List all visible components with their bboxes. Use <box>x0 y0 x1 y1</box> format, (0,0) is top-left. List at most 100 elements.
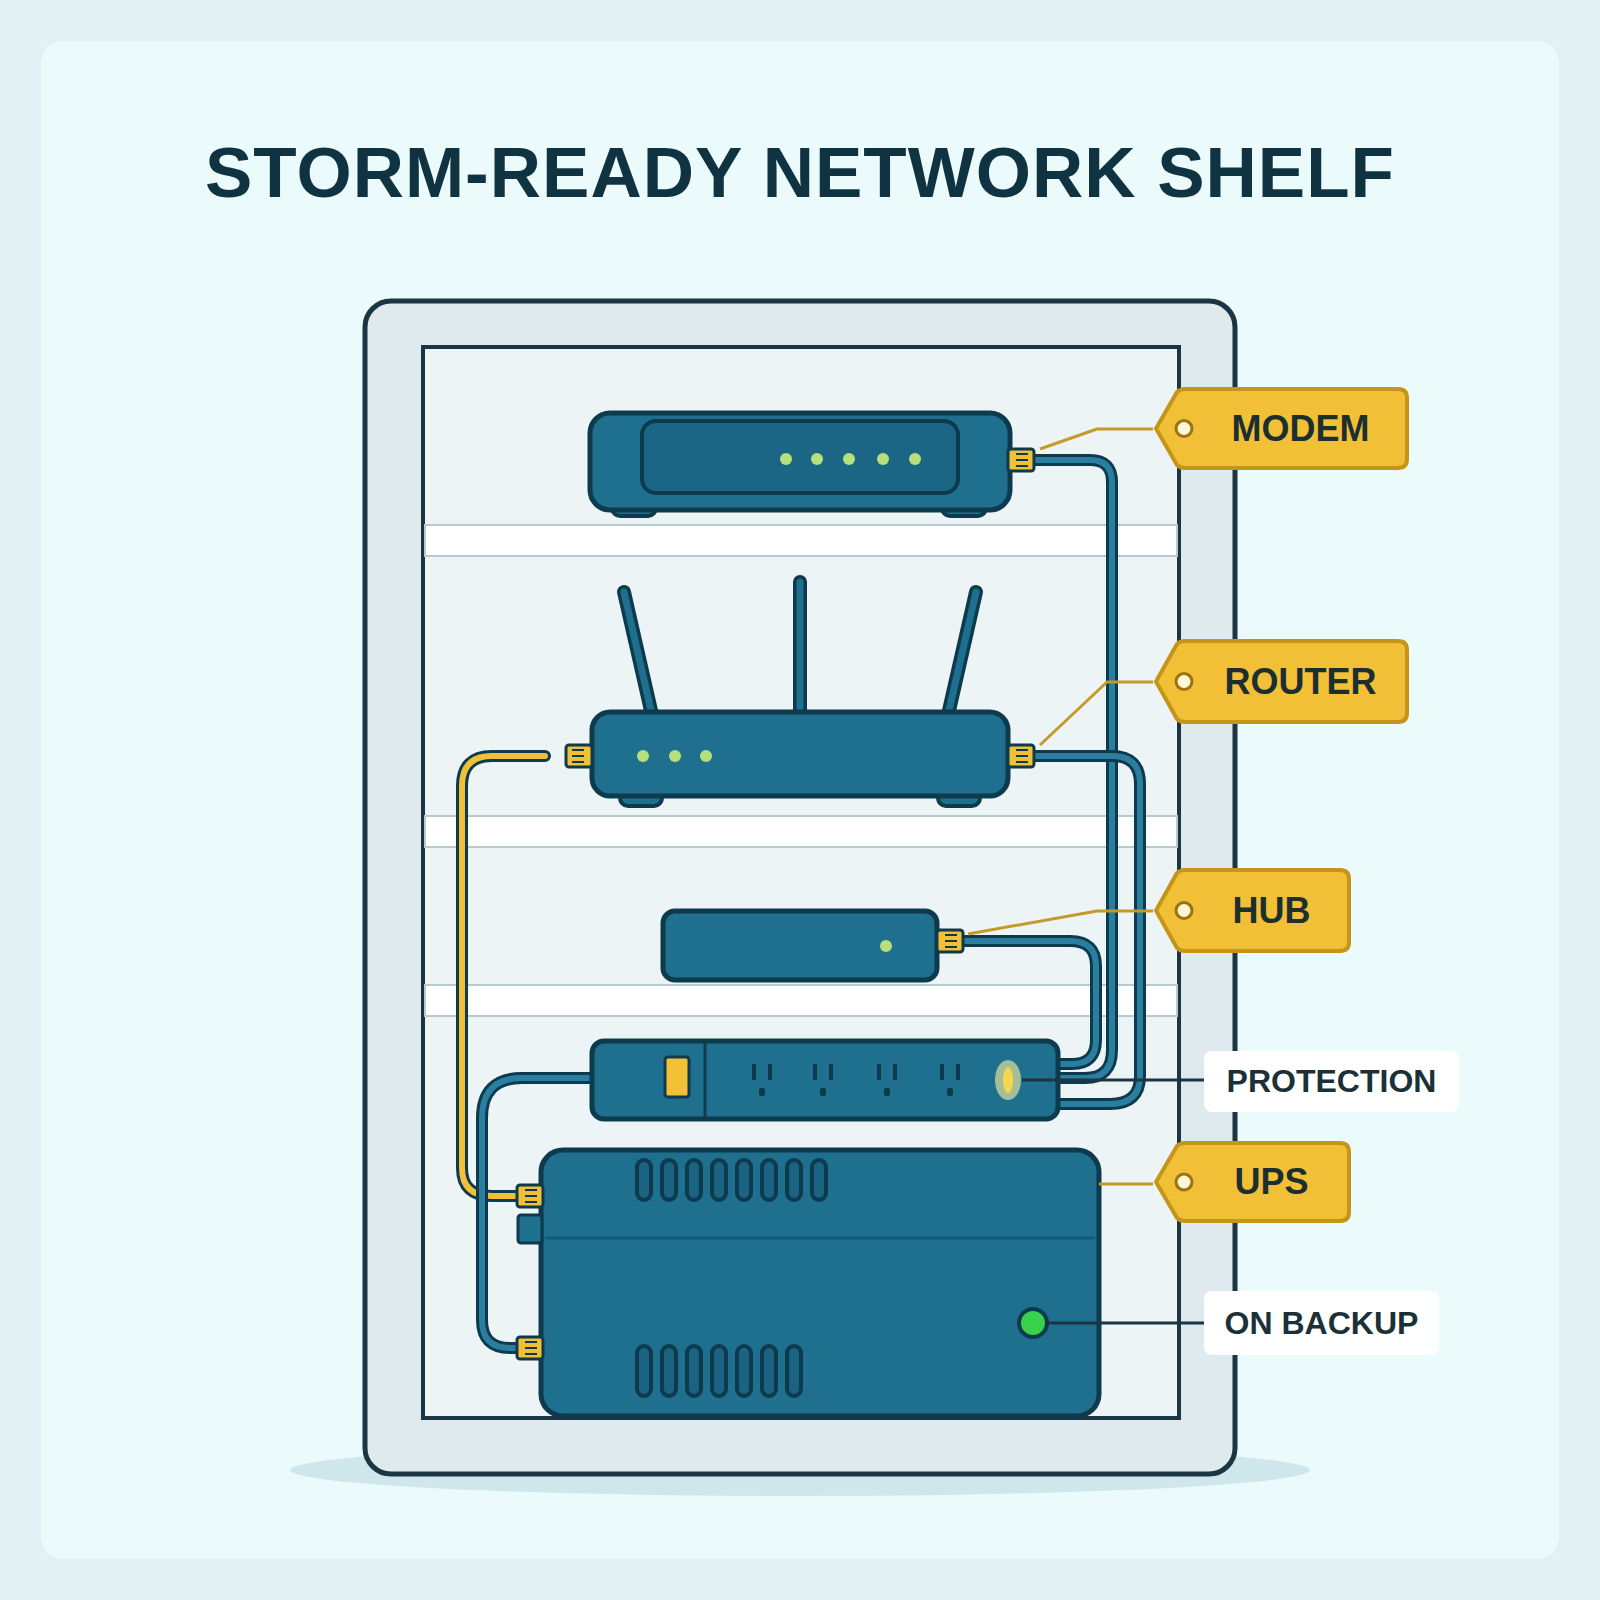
hub-body <box>663 911 937 980</box>
status-led <box>637 750 649 762</box>
outlet-slot <box>752 1064 756 1080</box>
vent-slot <box>737 1346 751 1396</box>
vent-slot <box>687 1346 701 1396</box>
vent-slot <box>762 1160 776 1200</box>
outlet-ground <box>947 1088 953 1096</box>
leader-line <box>968 911 1153 934</box>
router-antennas <box>624 582 976 715</box>
vent-slot <box>712 1160 726 1200</box>
vent-slot <box>662 1346 676 1396</box>
status-led <box>877 453 889 465</box>
leader-line <box>1022 1079 1204 1082</box>
indicator-glow <box>995 1060 1021 1100</box>
tag-hole <box>1176 1174 1192 1190</box>
yellow-cable <box>462 756 545 1196</box>
antenna <box>948 592 976 715</box>
outlet-slot <box>956 1064 960 1080</box>
card-background <box>41 41 1559 1559</box>
ups-body <box>541 1150 1099 1416</box>
ups-bevel <box>545 1237 1095 1240</box>
tag-outline <box>1156 1143 1349 1221</box>
callout-label: MODEM <box>1232 408 1370 450</box>
vent-slot <box>787 1160 801 1200</box>
shelf-board <box>425 985 1177 1016</box>
router-body <box>592 712 1008 796</box>
antenna <box>797 582 804 714</box>
outlets <box>752 1064 960 1096</box>
callout-label: HUB <box>1233 890 1311 932</box>
vent-slot <box>687 1160 701 1200</box>
tag-hole <box>1176 674 1192 690</box>
vent-slot <box>812 1160 826 1200</box>
callout-tag: HUB <box>1153 867 1352 954</box>
callout-label: PROTECTION <box>1227 1063 1437 1100</box>
ethernet-plug <box>1008 745 1034 767</box>
diagram-title: STORM-READY NETWORK SHELF <box>0 128 1600 218</box>
cable-outline <box>462 756 545 1196</box>
vent-slot <box>637 1160 651 1200</box>
protection-indicator <box>1003 1067 1013 1093</box>
status-led <box>669 750 681 762</box>
callout-tag: MODEM <box>1153 386 1410 471</box>
vent-slot <box>662 1160 676 1200</box>
vent-slot <box>762 1346 776 1396</box>
status-led <box>780 453 792 465</box>
cabinet-frame <box>365 301 1235 1474</box>
tag-outline <box>1156 389 1407 468</box>
callout-tag: UPS <box>1153 1140 1352 1224</box>
outlet-slot <box>893 1064 897 1080</box>
tag-outline <box>1156 870 1349 951</box>
ethernet-plug <box>517 1337 543 1359</box>
outlet-slot <box>829 1064 833 1080</box>
antenna <box>624 592 652 715</box>
outlet-ground <box>884 1088 890 1096</box>
modem-leds <box>780 453 921 465</box>
leader-line <box>1047 1322 1204 1325</box>
vent-slot <box>787 1346 801 1396</box>
status-led <box>843 453 855 465</box>
ethernet-plug <box>1008 449 1034 471</box>
outlet-ground <box>759 1088 765 1096</box>
callout-label: UPS <box>1234 1161 1308 1203</box>
modem-panel <box>642 421 958 493</box>
vent-slot <box>712 1346 726 1396</box>
status-led <box>811 453 823 465</box>
status-led <box>880 940 892 952</box>
callout-box: PROTECTION <box>1204 1051 1459 1112</box>
vent-slot <box>737 1160 751 1200</box>
cabinet-interior <box>423 347 1179 1418</box>
callout-tag: ROUTER <box>1153 638 1410 725</box>
outlet-slot <box>813 1064 817 1080</box>
backup-led <box>1019 1309 1047 1337</box>
outlet-slot <box>877 1064 881 1080</box>
leader-line <box>1040 429 1153 449</box>
tag-hole <box>1176 421 1192 437</box>
power-strip <box>592 1041 1058 1119</box>
vent-slot <box>637 1346 651 1396</box>
ethernet-plug <box>566 745 592 767</box>
antenna <box>948 592 976 715</box>
power-switch <box>665 1057 689 1097</box>
power-plug <box>518 1215 542 1243</box>
tag-outline <box>1156 641 1407 722</box>
outlet-slot <box>940 1064 944 1080</box>
status-led <box>909 453 921 465</box>
outlet-slot <box>768 1064 772 1080</box>
tag-hole <box>1176 903 1192 919</box>
strip-divider <box>704 1043 707 1117</box>
callout-box: ON BACKUP <box>1204 1291 1439 1355</box>
ethernet-plug <box>517 1185 543 1207</box>
router-leds <box>637 750 712 762</box>
antenna <box>624 592 652 715</box>
shelf-board <box>425 816 1177 847</box>
leader-line <box>1040 682 1153 745</box>
ups-vents <box>637 1160 826 1396</box>
status-led <box>700 750 712 762</box>
modem-body <box>590 413 1010 510</box>
callout-label: ROUTER <box>1225 661 1377 703</box>
ethernet-plug <box>937 930 963 952</box>
outlet-ground <box>820 1088 826 1096</box>
